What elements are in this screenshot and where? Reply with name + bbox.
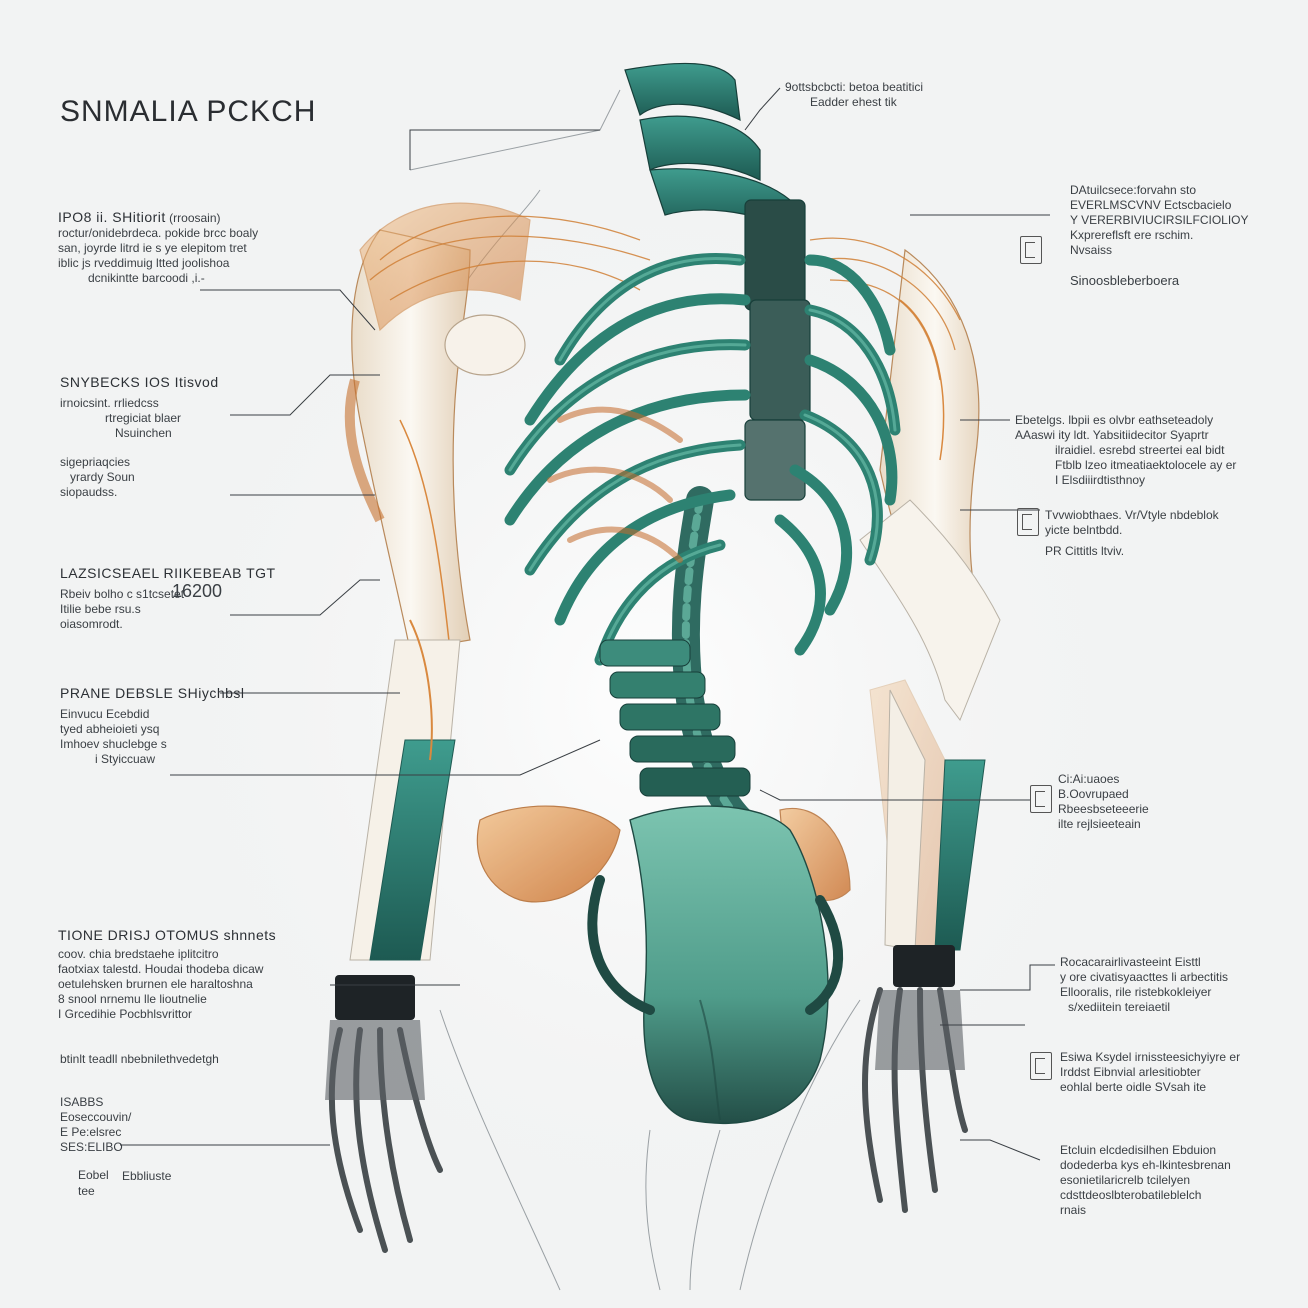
left-note-4-line: Einvucu Ecebdid <box>60 707 150 721</box>
left-note-2-line: siopaudss. <box>60 485 118 499</box>
left-note-1-line: iblic js rveddimuig ltted joolishoa <box>58 256 230 270</box>
left-note-2-line: yrardy Soun <box>70 470 135 484</box>
leader-lines <box>120 87 1055 1161</box>
left-note-1-line: roctur/onidebrdeca. pokide brcc boaly <box>58 226 259 240</box>
left-note-2-line: rtregiciat blaer <box>105 411 182 425</box>
left-note-4-line: Imhoev shuclebge s <box>60 737 167 751</box>
right-note-8-line: esonietilaricrelb tcilelyen <box>1060 1173 1191 1187</box>
right-note-3: Ebetelgs. lbpii es olvbr eathseteadoly A… <box>1015 413 1236 488</box>
left-note-3-line: Rbeiv bolho c s1tcsetet <box>60 587 185 601</box>
left-note-5: TIONE DRISJ OTOMUS shnnets coov. chia br… <box>58 928 276 1022</box>
left-note-3-line: Itilie bebe rsu.s <box>60 602 141 616</box>
left-note-5-line: I Grcedihie Pocbhlsvrittor <box>58 1007 193 1021</box>
right-note-8-line: rnais <box>1060 1203 1087 1217</box>
right-note-7: Esiwa Ksydel irnissteesichyiyre er Irdds… <box>1060 1050 1240 1095</box>
left-arm <box>325 202 531 1253</box>
right-note-3-line: Ebetelgs. lbpii es olvbr eathseteadoly <box>1015 413 1214 427</box>
left-note-3-figure: 16200 <box>172 581 223 601</box>
right-note-2-line: Sinoosbleberboera <box>1070 273 1180 288</box>
right-note-3-line: Ftblb lzeo itmeatiaektolocele ay er <box>1055 458 1237 472</box>
left-note-7-line: E Pe:elsrec <box>60 1125 122 1139</box>
left-note-1-line: san, joyrde litrd ie s ye elepitom tret <box>58 241 247 255</box>
left-note-6: btinlt teadll nbebnilethvedetgh <box>60 1052 219 1067</box>
left-note-5-line: coov. chia bredstaehe iplitcitro <box>58 947 219 961</box>
left-note-5-line: faotxiax talestd. Houdai thodeba dicaw <box>58 962 264 976</box>
right-note-2: DAtuilcsece:forvahn sto EVERLMSCVNV Ects… <box>1070 183 1249 288</box>
left-note-2-line: sigepriaqcies <box>60 455 131 469</box>
pelvis <box>476 805 851 1125</box>
right-note-5-line: Ci:Ai:uaoes <box>1058 772 1120 786</box>
right-note-2-line: Nvsaiss <box>1070 243 1113 257</box>
right-note-4-line: PR Cittitls ltviv. <box>1045 544 1125 558</box>
right-note-2-line: Kxprereflsft ere rschim. <box>1070 228 1194 242</box>
left-note-3: LAZSICSEAEL RIIKEBEAB TGT Rbeiv bolho c … <box>60 566 276 632</box>
left-note-8: Eobel Ebbliuste tee <box>78 1168 171 1199</box>
right-note-8-line: cdsttdeoslbterobatileblelch <box>1060 1188 1202 1202</box>
left-note-4: PRANE DEBSLE SHiychbsl Einvucu Ecebdid t… <box>60 686 245 767</box>
right-note-7-line: Irddst Eibnvial arlesitiobter <box>1060 1065 1201 1079</box>
right-note-6-line: Rocacarairlivasteeint Eisttl <box>1060 955 1201 969</box>
left-note-8-line: Ebbliuste <box>122 1169 172 1183</box>
right-arm <box>859 248 1001 1213</box>
right-note-7-line: eohlal berte oidle SVsah ite <box>1060 1080 1207 1094</box>
left-note-2-line: irnoicsint. rrliedcss <box>60 396 159 410</box>
right-note-5: Ci:Ai:uaoes B.Oovrupaed Rbeesbseteeerie … <box>1058 772 1149 832</box>
right-note-3-line: AAaswi ity ldt. Yabsitiidecitor Syaprtr <box>1015 428 1209 442</box>
right-note-6-line: Ellooralis, rile ristebkokleiyer <box>1060 985 1212 999</box>
right-note-8: Etcluin elcdedisilhen Ebduion dodederba … <box>1060 1143 1231 1218</box>
left-note-7-line: ISABBS <box>60 1095 104 1109</box>
left-note-8-line: Eobel <box>78 1168 109 1182</box>
left-note-1-heading: IPO8 ii. SHitiorit <box>58 209 166 225</box>
pelvis-detail-icon <box>1030 785 1052 813</box>
shoulder-muscles <box>369 215 961 381</box>
right-note-4-line: yicte belntbdd. <box>1045 523 1123 537</box>
left-note-5-line: 8 snool nrnemu lle lioutnelie <box>58 992 207 1006</box>
right-note-6: Rocacarairlivasteeint Eisttl y ore civat… <box>1060 955 1228 1015</box>
left-note-6-line: btinlt teadll nbebnilethvedetgh <box>60 1052 219 1066</box>
left-note-2: SNYBECKS IOS Itisvod irnoicsint. rrliedc… <box>60 375 219 500</box>
left-note-7: ISABBS Eoseccouvin/ E Pe:elsrec SES:ELIB… <box>60 1095 131 1155</box>
left-note-4-line: i Styiccuaw <box>95 752 156 766</box>
right-note-3-line: ilraidiel. esrebd streertei eal bidt <box>1055 443 1225 457</box>
right-note-7-line: Esiwa Ksydel irnissteesichyiyre er <box>1060 1050 1241 1064</box>
right-note-3-line: I Elsdiiirdtisthnoy <box>1055 473 1146 487</box>
right-note-8-line: Etcluin elcdedisilhen Ebduion <box>1060 1143 1217 1157</box>
left-note-8-line: tee <box>78 1184 95 1198</box>
left-note-1: IPO8 ii. SHitiorit (rroosain) roctur/oni… <box>58 210 258 286</box>
right-note-5-line: ilte rejlsieeteain <box>1058 817 1141 831</box>
left-note-5-line: oetulehsken brurnen ele haraltoshna <box>58 977 253 991</box>
right-note-2-line: DAtuilcsece:forvahn sto <box>1070 183 1197 197</box>
right-note-4: Tvvwiobthaes. Vr/Vtyle nbdeblok yicte be… <box>1045 508 1219 559</box>
rib-detail-icon <box>1020 236 1042 264</box>
rib-cage <box>504 253 901 666</box>
left-note-4-heading: PRANE DEBSLE SHiychbsl <box>60 685 245 701</box>
left-note-3-heading: LAZSICSEAEL RIIKEBEAB TGT <box>60 565 276 581</box>
right-note-2-line: Y VERERBIVIUCIRSILFCIOLIOY <box>1070 213 1249 227</box>
left-note-3-line: oiasomrodt. <box>60 617 123 631</box>
right-note-4-line: Tvvwiobthaes. Vr/Vtyle nbdeblok <box>1045 508 1219 522</box>
left-note-2-line: Nsuinchen <box>115 426 172 440</box>
left-note-5-heading: TIONE DRISJ OTOMUS shnnets <box>58 927 277 943</box>
page-title: SNMALIA PCKCH <box>60 95 317 128</box>
right-note-8-line: dodederba kys eh-lkintesbrenan <box>1060 1158 1231 1172</box>
right-note-2-line: EVERLMSCVNV Ectscbacielo <box>1070 198 1232 212</box>
left-note-4-line: tyed abheioieti ysq <box>60 722 160 736</box>
right-note-6-line: y ore civatisyaacttes li arbectitis <box>1060 970 1229 984</box>
left-note-7-line: Eoseccouvin/ <box>60 1110 132 1124</box>
right-note-1-line: Eadder ehest tik <box>810 95 897 109</box>
right-note-5-line: Rbeesbseteeerie <box>1058 802 1149 816</box>
left-note-1-suffix: (rroosain) <box>169 211 221 225</box>
left-note-1-line: dcnikintte barcoodi ,i.- <box>88 271 205 285</box>
left-note-7-line: SES:ELIBO <box>60 1140 123 1154</box>
lumbar-vertebrae <box>599 639 751 797</box>
right-note-1: 9ottsbcbcti: betoa beatitici Eadder ehes… <box>785 80 923 110</box>
hand-detail-icon <box>1030 1052 1052 1080</box>
arm-detail-icon <box>1017 508 1039 536</box>
right-note-5-line: B.Oovrupaed <box>1058 787 1129 801</box>
right-note-6-line: s/xediitein tereiaetil <box>1068 1000 1171 1014</box>
left-note-2-heading: SNYBECKS IOS Itisvod <box>60 374 219 390</box>
right-note-1-line: 9ottsbcbcti: betoa beatitici <box>785 80 924 94</box>
